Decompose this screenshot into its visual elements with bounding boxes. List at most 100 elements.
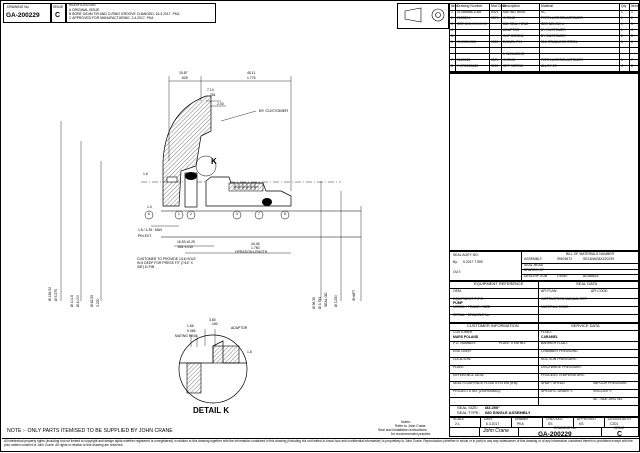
customer-row-right2: SE - NDE DRG NO: (593, 397, 624, 401)
seal-data-title: SEAL DATA (576, 281, 598, 286)
parts-table (449, 3, 639, 73)
parts-cell: 4 (631, 28, 633, 32)
parts-col-header: Drawing Number (457, 4, 483, 8)
parts-cell: 7 (631, 58, 633, 62)
parts-col-header: Description (503, 4, 520, 8)
dim-d3b: .281 (209, 93, 216, 97)
seal-by-value: 5.2017 7.999 (463, 260, 483, 264)
parts-cell: 1 (631, 10, 633, 14)
service-title: SERVICE DATA (571, 323, 600, 328)
parts-cell: 7 (451, 58, 453, 62)
vdim-2: Ø 101.6 (70, 294, 74, 307)
parts-cell: SET SCREW (503, 64, 524, 68)
header-mod-b: B BORE O/DIM TIR AND O-RING GROOVE CHANG… (69, 12, 180, 16)
customer-row-left: END USER: (453, 349, 472, 353)
parts-cell: 5 (631, 34, 633, 38)
balloon-7: 7 (258, 212, 260, 216)
customer-row-right2: VISCOSITY: (593, 389, 612, 393)
dim-d2: 45.11 (247, 71, 256, 75)
balloon-8: 8 (284, 212, 286, 216)
parts-cell: 0500 (491, 40, 499, 44)
title-block-col: DRAWN (515, 417, 528, 421)
equipment-right-b: API CODE: (591, 289, 609, 293)
customer-row-left: SEAL FLUSH RATE FLUID SYSTEM (IFA): (453, 381, 519, 385)
dim-d10: 1.66 (187, 324, 194, 328)
title-block-value: SS (548, 421, 553, 426)
parts-cell: PERFLUOROELASTOMER (541, 58, 583, 62)
parts-cell: 8 (631, 64, 633, 68)
parts-cell: BY CUSTOMER (541, 34, 566, 38)
refer-line-2: Seal and Installation Instructions (378, 428, 427, 432)
bom-code: 99676672 (557, 257, 573, 261)
header-mod-c: C APPROVED FOR MANUFACTURING. 2.4.2017. … (69, 16, 154, 20)
dim-d2b: 1.776 (247, 76, 256, 80)
parts-cell: 5660038 (457, 58, 471, 62)
parts-cell: SC (541, 10, 546, 14)
dim-d5: 1.6 (143, 172, 148, 176)
dim-d8b: 1.750 (251, 246, 260, 250)
header-mods-box (66, 3, 216, 23)
parts-cell: DOWEL PIN (503, 40, 522, 44)
equipment-right-a: API PLAN: (541, 289, 558, 293)
seal-type-value: 680 SINGLE ASSEMBLY (485, 410, 531, 415)
customer-row-mid: PLANT ITEM NO: (499, 341, 526, 345)
title-block-col: DESIGN AUTH (608, 417, 631, 421)
notes-label: Notes: (401, 420, 411, 424)
tb-issue: C (617, 431, 623, 438)
parts-cell: MATING RING (503, 10, 526, 14)
supply-note: NOTE :- ONLY PARTS ITEMISED TO BE SUPPLI… (7, 428, 173, 434)
parts-col-header: Item (631, 4, 638, 8)
parts-cell: SEE 8XX-XXX-XXX (457, 22, 487, 26)
equipment-box (449, 281, 639, 323)
operation-length-label: OPRATION LENGTH (235, 250, 268, 254)
seal-out-label: OUT: (453, 270, 461, 274)
dim-d11: 3.80 (209, 318, 216, 322)
title-block-value: KS (579, 421, 584, 426)
vdim-3: Ø 82.55 (90, 294, 94, 307)
customer-pin-note: CUSTOMER TO PROVIDE 1/16 HOLE IN 6 DEEP … (137, 257, 196, 269)
parts-cell: 6 (631, 40, 633, 44)
vdim-1: Ø 136.52 (48, 287, 52, 301)
parts-cell: 4 (621, 64, 623, 68)
vdim-5: SEAL OD (324, 292, 328, 307)
seal-size-label: SEAL SIZE: (457, 405, 479, 410)
copyright-footer: All intellectual property rights (includ… (4, 439, 633, 447)
bom-value: SEZ4N6G8XZ20229 (583, 257, 615, 261)
header-issue-box (51, 3, 66, 23)
customer-row-right: SUCTION PRESSURE: (541, 357, 577, 361)
vdim-7: SHAFT (352, 289, 356, 301)
fluid-label: FLUID: (541, 330, 552, 334)
parts-cell: 8 (451, 64, 453, 68)
parts-cell: 7-CR0280665 (457, 64, 479, 68)
title-block-col: CHECKED (546, 417, 563, 421)
parts-cell: 3 (451, 22, 453, 26)
right-blank-area (449, 73, 639, 251)
john-crane-logo: John Crane (483, 428, 509, 434)
parts-cell: 316 STAINLESS STEEL (541, 40, 578, 44)
vdim-4b: Ø 3.793 (318, 296, 322, 309)
title-block-value: PKA (517, 421, 524, 426)
equipment-right-a: MATERIAL CODE: (541, 305, 570, 309)
balloon-2: 2 (190, 212, 192, 216)
dim-d4: 2.00 (217, 102, 224, 106)
parts-cell: 4 (451, 28, 453, 32)
equipment-left: EQUIPMENT TYPE: (453, 297, 484, 301)
customer-box (449, 323, 639, 417)
parts-cell: 2 (621, 34, 623, 38)
projection-box (397, 3, 449, 29)
dim-d7: 16.53 ±0.25 (177, 240, 195, 244)
parts-cell: 1 (621, 58, 623, 62)
dim-d10b: 0.065 (187, 329, 196, 333)
mating-ring-label: MATING RING (175, 334, 198, 338)
balloon-6: 6 (148, 212, 150, 216)
customer-row-left: PROJECTS NO: (DORIGMAS): (453, 389, 501, 393)
adaptor-label: ADAPTOR (231, 326, 248, 330)
parts-cell: CAP SCREW (503, 34, 524, 38)
parts-cell: 1 (621, 28, 623, 32)
parts-cell: 2 (451, 16, 453, 20)
bom-code: ITEMS (557, 273, 568, 278)
seal-type-label: SEAL TYPE: (457, 410, 480, 415)
parts-col-header: Material (541, 4, 554, 8)
